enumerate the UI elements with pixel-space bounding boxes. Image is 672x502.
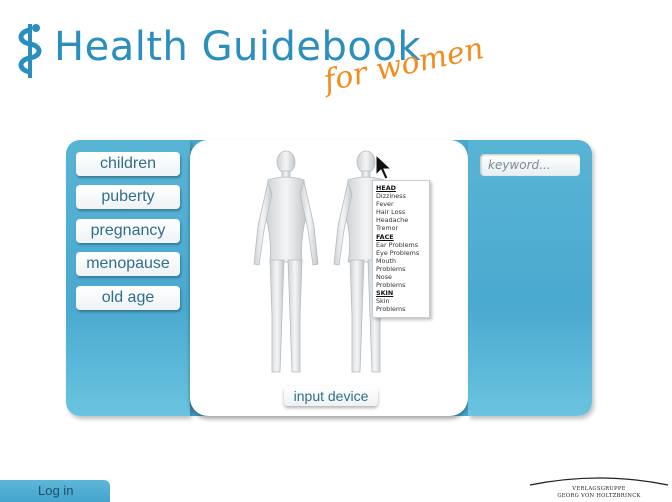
popup-item-skin[interactable]: Skin	[376, 297, 390, 306]
caduceus-icon	[18, 24, 42, 78]
category-button-pregnancy[interactable]: pregnancy	[76, 219, 180, 243]
publisher-line-2: GEORG VON HOLTZBRINCK	[557, 493, 641, 499]
popup-item-mouth-problems[interactable]: Problems	[376, 264, 406, 273]
app-logo: Health Guidebook for women	[10, 18, 487, 108]
body-map-panel: HEAD Dizziness Fever Hair Loss Headache …	[190, 140, 468, 416]
popup-item-dizziness[interactable]: Dizziness	[376, 192, 406, 201]
popup-item-nose-problems[interactable]: Problems	[376, 281, 406, 290]
popup-section-face[interactable]: FACE	[376, 232, 394, 241]
popup-item-tremor[interactable]: Tremor	[376, 224, 399, 233]
input-device-button[interactable]: input device	[284, 386, 378, 406]
popup-section-skin[interactable]: SKIN	[376, 289, 394, 298]
mouse-pointer-icon	[375, 154, 393, 180]
login-button[interactable]: Log in	[0, 480, 110, 502]
search-panel	[468, 140, 592, 416]
front-body-figure[interactable]	[253, 150, 319, 373]
category-button-children[interactable]: children	[76, 152, 180, 176]
popup-item-headache[interactable]: Headache	[376, 216, 409, 225]
publisher-logo: VERLAGSGRUPPE GEORG VON HOLTZBRINCK	[526, 473, 672, 502]
popup-item-skin-problems[interactable]: Problems	[376, 305, 406, 314]
popup-item-nose[interactable]: Nose	[376, 273, 392, 282]
publisher-line-1: VERLAGSGRUPPE	[572, 486, 626, 492]
category-button-old-age[interactable]: old age	[76, 286, 180, 310]
category-panel: children puberty pregnancy menopause old…	[66, 140, 190, 416]
category-button-menopause[interactable]: menopause	[76, 252, 180, 276]
popup-item-fever[interactable]: Fever	[376, 200, 394, 209]
popup-item-eye-problems[interactable]: Eye Problems	[376, 248, 420, 257]
popup-item-hair-loss[interactable]: Hair Loss	[376, 208, 406, 217]
popup-section-head[interactable]: HEAD	[376, 184, 396, 192]
category-button-puberty[interactable]: puberty	[76, 185, 180, 209]
app-title: Health Guidebook	[54, 24, 422, 70]
popup-item-ear-problems[interactable]: Ear Problems	[376, 240, 419, 249]
publisher-arc-icon	[529, 477, 669, 486]
symptom-popup-menu: HEAD Dizziness Fever Hair Loss Headache …	[372, 180, 430, 318]
keyword-search-input[interactable]	[480, 154, 580, 176]
popup-item-mouth[interactable]: Mouth	[376, 256, 397, 265]
